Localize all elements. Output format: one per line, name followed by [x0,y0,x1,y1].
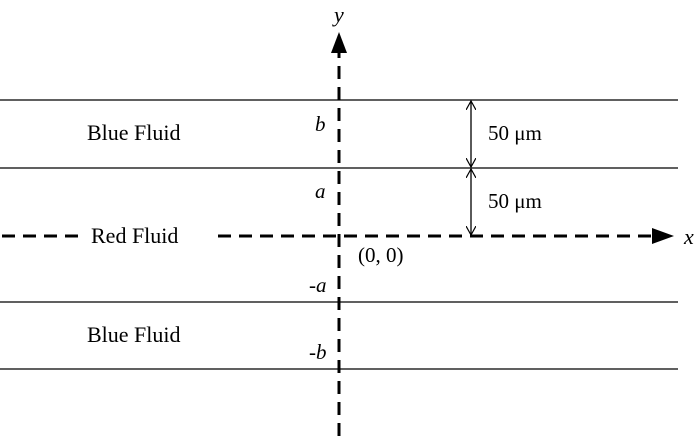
coord-label-a: a [315,179,326,203]
y-axis-label: y [332,2,344,27]
dimension-label-lower: 50 μm [488,189,542,213]
dimension-label-upper: 50 μm [488,121,542,145]
coord-label-neg-a: -a [309,273,327,297]
origin-label: (0, 0) [358,243,404,267]
coord-label-b: b [315,112,326,136]
y-axis-arrowhead [331,32,347,53]
x-axis-label: x [683,224,694,249]
region-label-middle: Red Fluid [91,223,178,248]
coord-label-neg-b: -b [309,340,327,364]
x-axis-arrowhead [652,228,674,244]
region-label-top: Blue Fluid [87,120,181,145]
region-label-bottom: Blue Fluid [87,322,181,347]
